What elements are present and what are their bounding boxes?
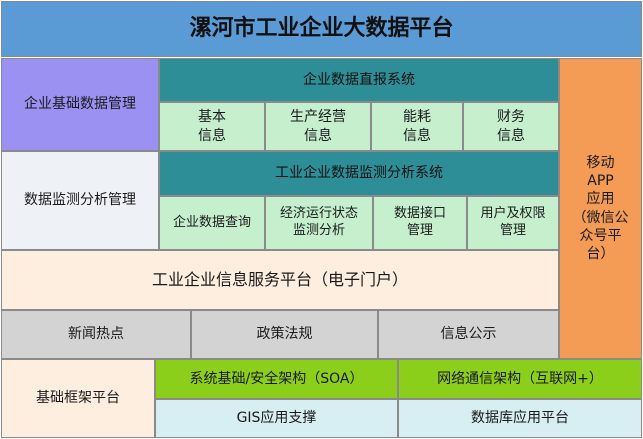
direct-reporting-system-header: 企业数据直报系统 bbox=[159, 58, 559, 102]
basic-info-cell: 基本 信息 bbox=[159, 102, 265, 151]
enterprise-query-cell: 企业数据查询 bbox=[159, 196, 265, 250]
info-disclosure-tab: 信息公示 bbox=[378, 310, 559, 359]
economic-monitoring-cell: 经济运行状态 监测分析 bbox=[265, 196, 373, 250]
energy-info-cell: 能耗 信息 bbox=[371, 102, 463, 151]
soa-architecture: 系统基础/安全架构（SOA） bbox=[155, 359, 398, 399]
data-interface-cell: 数据接口 管理 bbox=[373, 196, 467, 250]
policy-regulation-tab: 政策法规 bbox=[191, 310, 378, 359]
gis-support: GIS应用支撑 bbox=[155, 399, 398, 438]
info-service-portal: 工业企业信息服务平台（电子门户） bbox=[1, 250, 559, 310]
news-hotspot-tab: 新闻热点 bbox=[1, 310, 191, 359]
enterprise-data-management: 企业基础数据管理 bbox=[1, 58, 159, 151]
database-platform: 数据库应用平台 bbox=[398, 399, 642, 438]
finance-info-cell: 财务 信息 bbox=[463, 102, 559, 151]
monitoring-system-header: 工业企业数据监测分析系统 bbox=[159, 151, 559, 196]
production-info-cell: 生产经营 信息 bbox=[265, 102, 371, 151]
monitoring-analysis-management: 数据监测分析管理 bbox=[1, 151, 159, 250]
mobile-app-column: 移动 APP 应用 （微信公 众号平 台） bbox=[559, 58, 642, 359]
base-framework-platform: 基础框架平台 bbox=[1, 359, 155, 438]
network-architecture: 网络通信架构（互联网+） bbox=[398, 359, 642, 399]
user-permission-cell: 用户及权限 管理 bbox=[467, 196, 559, 250]
page-title: 漯河市工业企业大数据平台 bbox=[1, 1, 642, 57]
